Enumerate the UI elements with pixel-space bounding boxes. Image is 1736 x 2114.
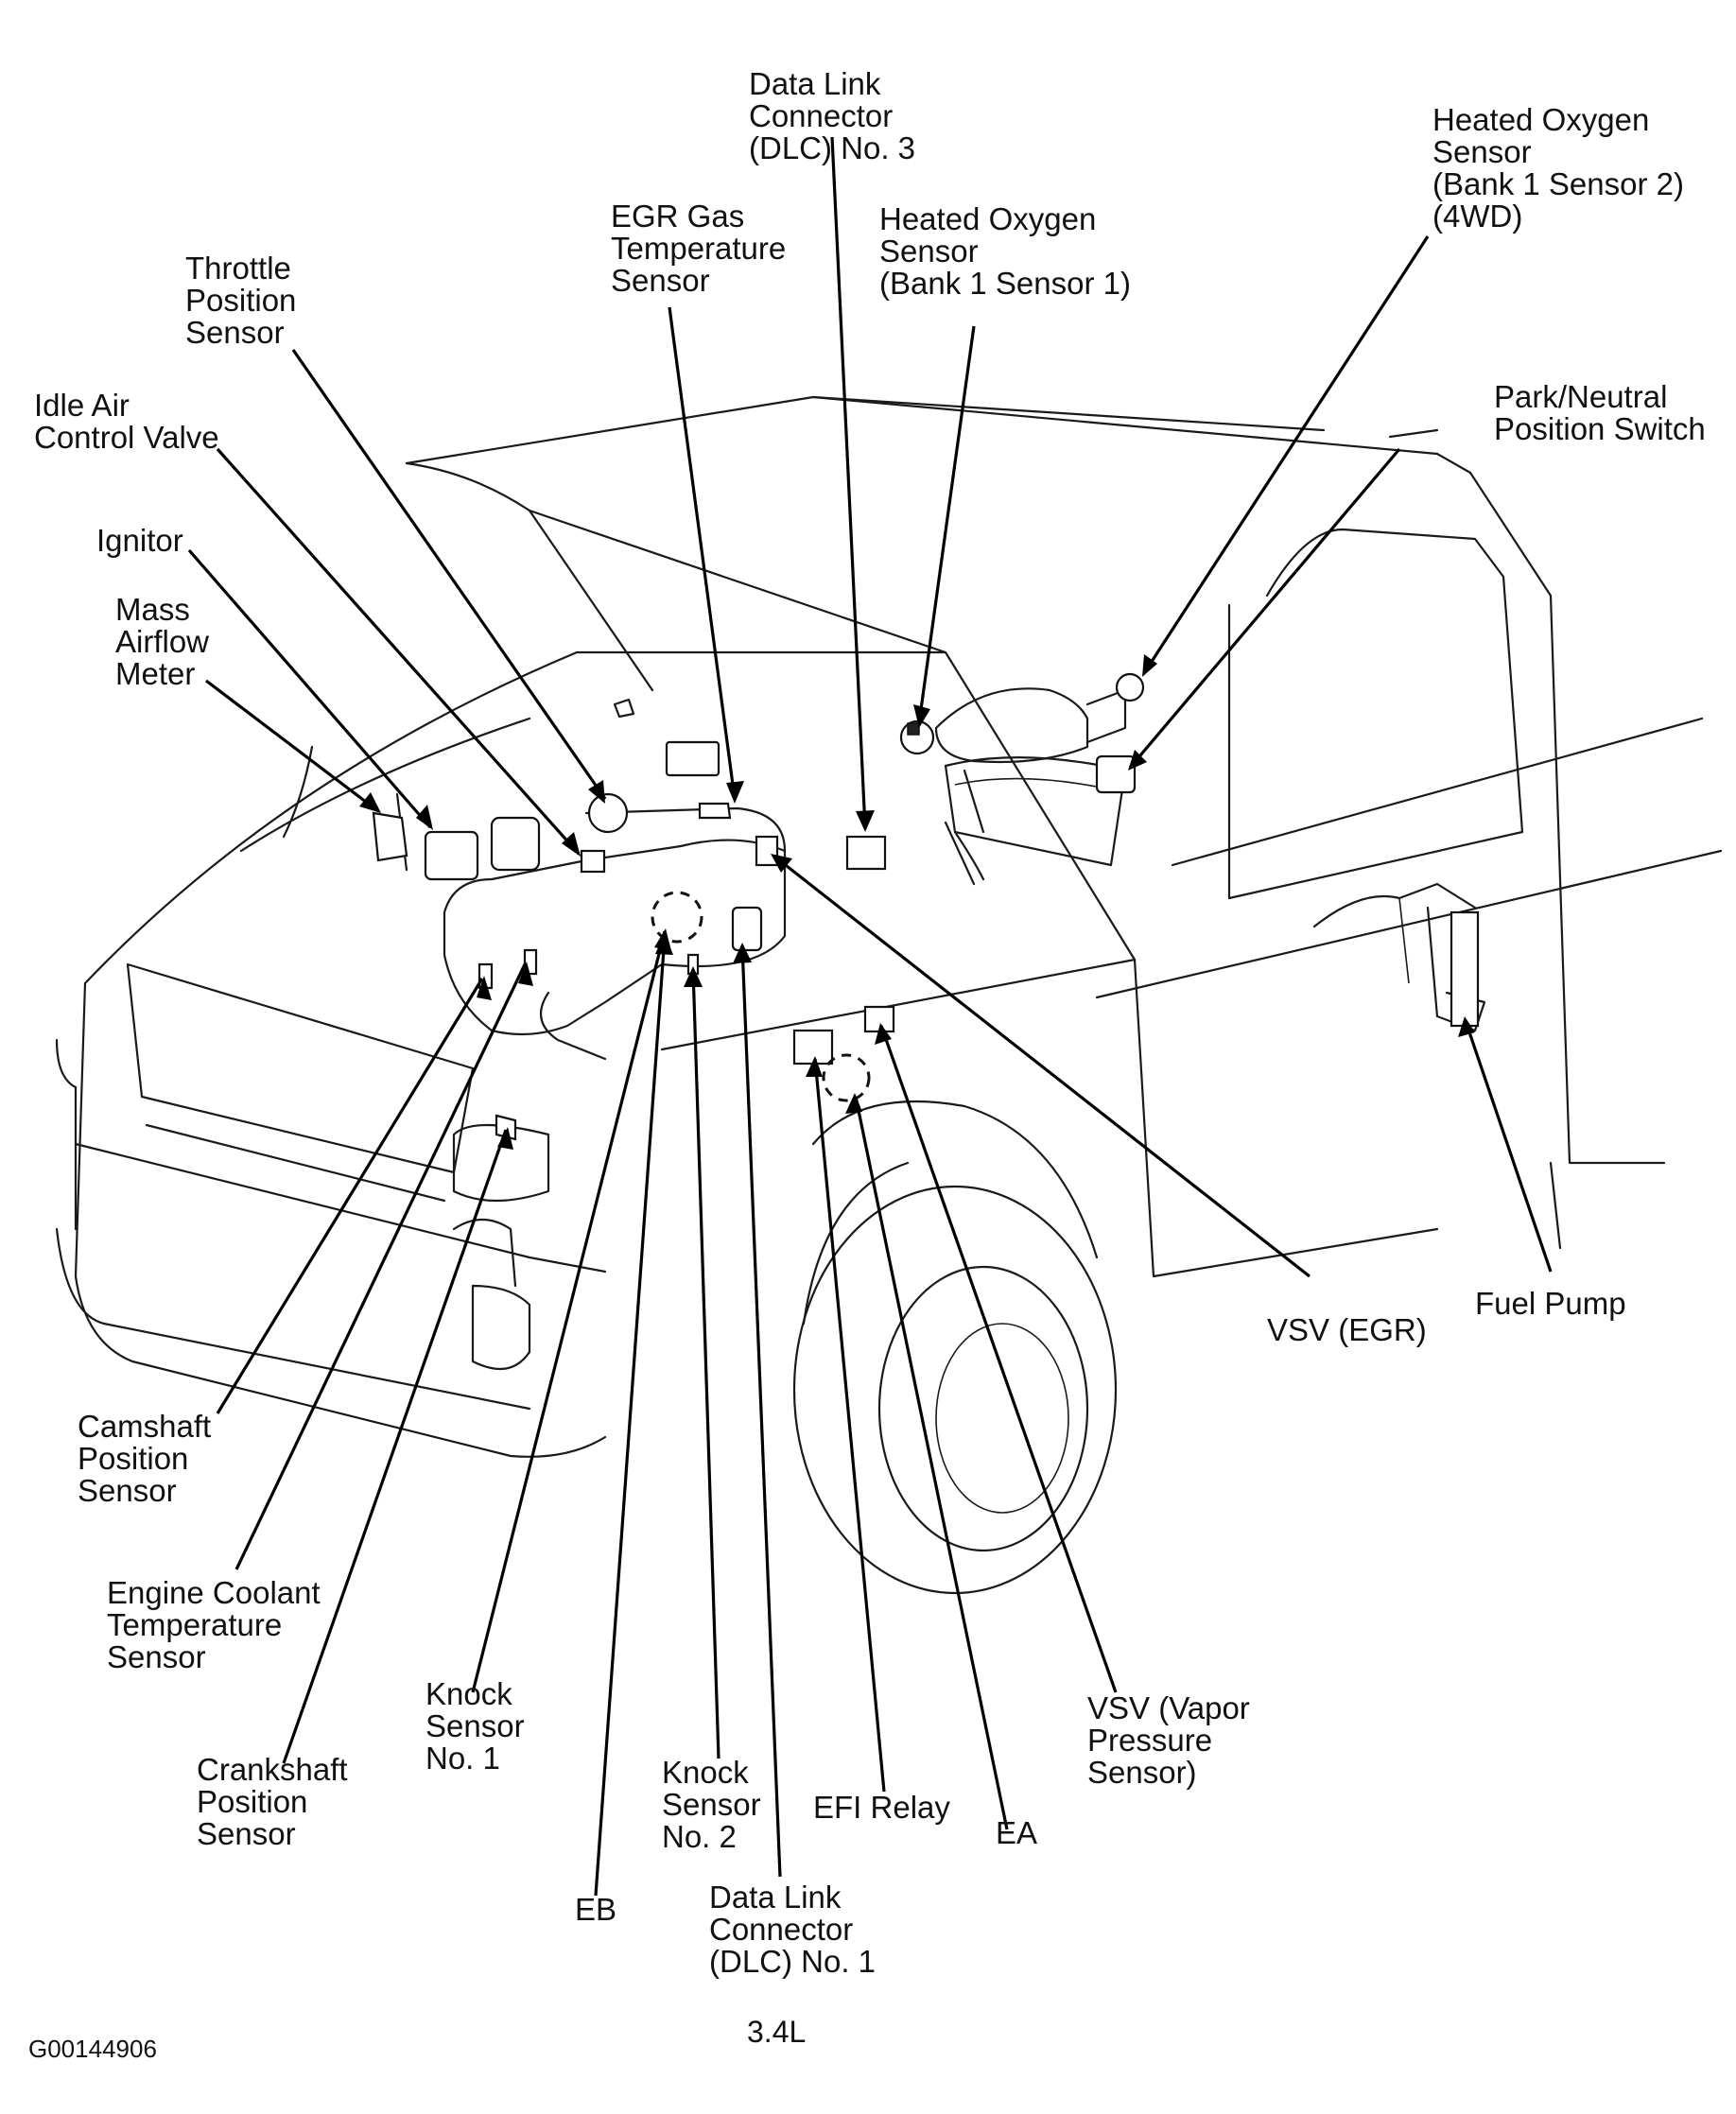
label-line: Sensor bbox=[879, 234, 979, 269]
engine-size-caption: 3.4L bbox=[747, 2015, 807, 2049]
label-line: Throttle bbox=[185, 251, 291, 286]
label-ignitor: Ignitor bbox=[96, 525, 183, 557]
label-ea: EA bbox=[996, 1817, 1037, 1849]
label-line: Control Valve bbox=[34, 420, 219, 455]
label-mass-airflow-meter: Mass Airflow Meter bbox=[115, 594, 209, 690]
label-line: Sensor) bbox=[1087, 1755, 1197, 1790]
label-crankshaft-position-sensor: Crankshaft Position Sensor bbox=[197, 1754, 348, 1850]
label-line: (Bank 1 Sensor 1) bbox=[879, 266, 1131, 301]
label-line: Connector bbox=[749, 98, 894, 133]
label-eb: EB bbox=[575, 1894, 616, 1926]
leader-lines bbox=[187, 136, 1553, 1897]
figure-id: G00144906 bbox=[28, 2035, 157, 2063]
label-line: Position bbox=[185, 283, 297, 318]
label-line: (Bank 1 Sensor 2) bbox=[1432, 166, 1684, 201]
label-line: Ignitor bbox=[96, 523, 183, 558]
label-line: Engine Coolant bbox=[107, 1575, 321, 1610]
label-knock-sensor-no2: Knock Sensor No. 2 bbox=[662, 1757, 761, 1853]
label-line: Sensor bbox=[185, 315, 285, 350]
label-line: Sensor bbox=[1432, 134, 1532, 169]
label-line: Sensor bbox=[197, 1816, 296, 1851]
label-efi-relay: EFI Relay bbox=[813, 1792, 950, 1824]
label-egr-gas-temp-sensor: EGR Gas Temperature Sensor bbox=[611, 200, 786, 297]
arrowheads bbox=[359, 654, 1475, 1150]
label-line: Knock bbox=[662, 1755, 749, 1790]
label-line: Position Switch bbox=[1494, 411, 1706, 446]
label-line: EB bbox=[575, 1892, 617, 1927]
label-line: Sensor bbox=[611, 263, 710, 298]
label-line: VSV (EGR) bbox=[1267, 1312, 1427, 1347]
label-line: (DLC) No. 1 bbox=[709, 1944, 877, 1979]
label-line: VSV (Vapor bbox=[1087, 1690, 1250, 1725]
label-throttle-position-sensor: Throttle Position Sensor bbox=[185, 252, 296, 349]
label-idle-air-control-valve: Idle Air Control Valve bbox=[34, 390, 219, 454]
label-line: Idle Air bbox=[34, 388, 130, 423]
label-line: (4WD) bbox=[1432, 199, 1523, 234]
label-ho2s-bank1-sensor2: Heated Oxygen Sensor (Bank 1 Sensor 2) (… bbox=[1432, 104, 1684, 233]
label-line: Park/Neutral bbox=[1494, 379, 1668, 414]
label-knock-sensor-no1: Knock Sensor No. 1 bbox=[425, 1678, 525, 1775]
label-line: Camshaft bbox=[78, 1409, 212, 1444]
label-vsv-egr: VSV (EGR) bbox=[1267, 1314, 1427, 1346]
label-line: No. 1 bbox=[425, 1741, 500, 1776]
sensor-glyphs bbox=[477, 672, 1480, 1141]
label-line: Knock bbox=[425, 1676, 512, 1711]
label-engine-coolant-temp-sensor: Engine Coolant Temperature Sensor bbox=[107, 1577, 321, 1673]
label-line: (DLC) No. 3 bbox=[749, 130, 916, 165]
label-line: Heated Oxygen bbox=[1432, 102, 1650, 137]
label-line: Fuel Pump bbox=[1475, 1286, 1626, 1321]
label-line: Position bbox=[78, 1441, 189, 1476]
label-line: EFI Relay bbox=[813, 1790, 950, 1825]
label-line: Meter bbox=[115, 656, 196, 691]
engine-bay-components bbox=[372, 687, 1486, 1061]
label-line: Position bbox=[197, 1784, 308, 1819]
label-line: Crankshaft bbox=[197, 1752, 348, 1787]
label-line: No. 2 bbox=[662, 1819, 737, 1854]
label-line: Heated Oxygen bbox=[879, 201, 1097, 236]
ea-ground-point bbox=[822, 1053, 871, 1102]
label-line: Sensor bbox=[662, 1787, 761, 1822]
label-line: Airflow bbox=[115, 624, 210, 659]
label-line: Pressure bbox=[1087, 1723, 1213, 1758]
pickup-truck-outline bbox=[55, 395, 1723, 1595]
label-line: Sensor bbox=[107, 1639, 206, 1674]
label-line: Temperature bbox=[611, 231, 787, 266]
label-park-neutral-position-switch: Park/Neutral Position Switch bbox=[1494, 381, 1706, 445]
label-line: Connector bbox=[709, 1912, 854, 1947]
label-line: EGR Gas bbox=[611, 199, 745, 234]
label-camshaft-position-sensor: Camshaft Position Sensor bbox=[78, 1411, 211, 1507]
label-fuel-pump: Fuel Pump bbox=[1475, 1288, 1626, 1320]
label-line: Temperature bbox=[107, 1607, 283, 1642]
label-line: EA bbox=[996, 1815, 1038, 1850]
label-dlc-no3: Data Link Connector (DLC) No. 3 bbox=[749, 68, 915, 165]
label-dlc-no1: Data Link Connector (DLC) No. 1 bbox=[709, 1881, 876, 1978]
label-line: Data Link bbox=[709, 1880, 842, 1915]
eb-ground-point bbox=[651, 891, 703, 944]
label-line: Data Link bbox=[749, 66, 881, 101]
label-line: Mass bbox=[115, 592, 190, 627]
label-ho2s-bank1-sensor1: Heated Oxygen Sensor (Bank 1 Sensor 1) bbox=[879, 203, 1131, 300]
label-line: Sensor bbox=[425, 1708, 525, 1743]
label-line: Sensor bbox=[78, 1473, 177, 1508]
label-vsv-vapor-pressure-sensor: VSV (Vapor Pressure Sensor) bbox=[1087, 1692, 1250, 1789]
